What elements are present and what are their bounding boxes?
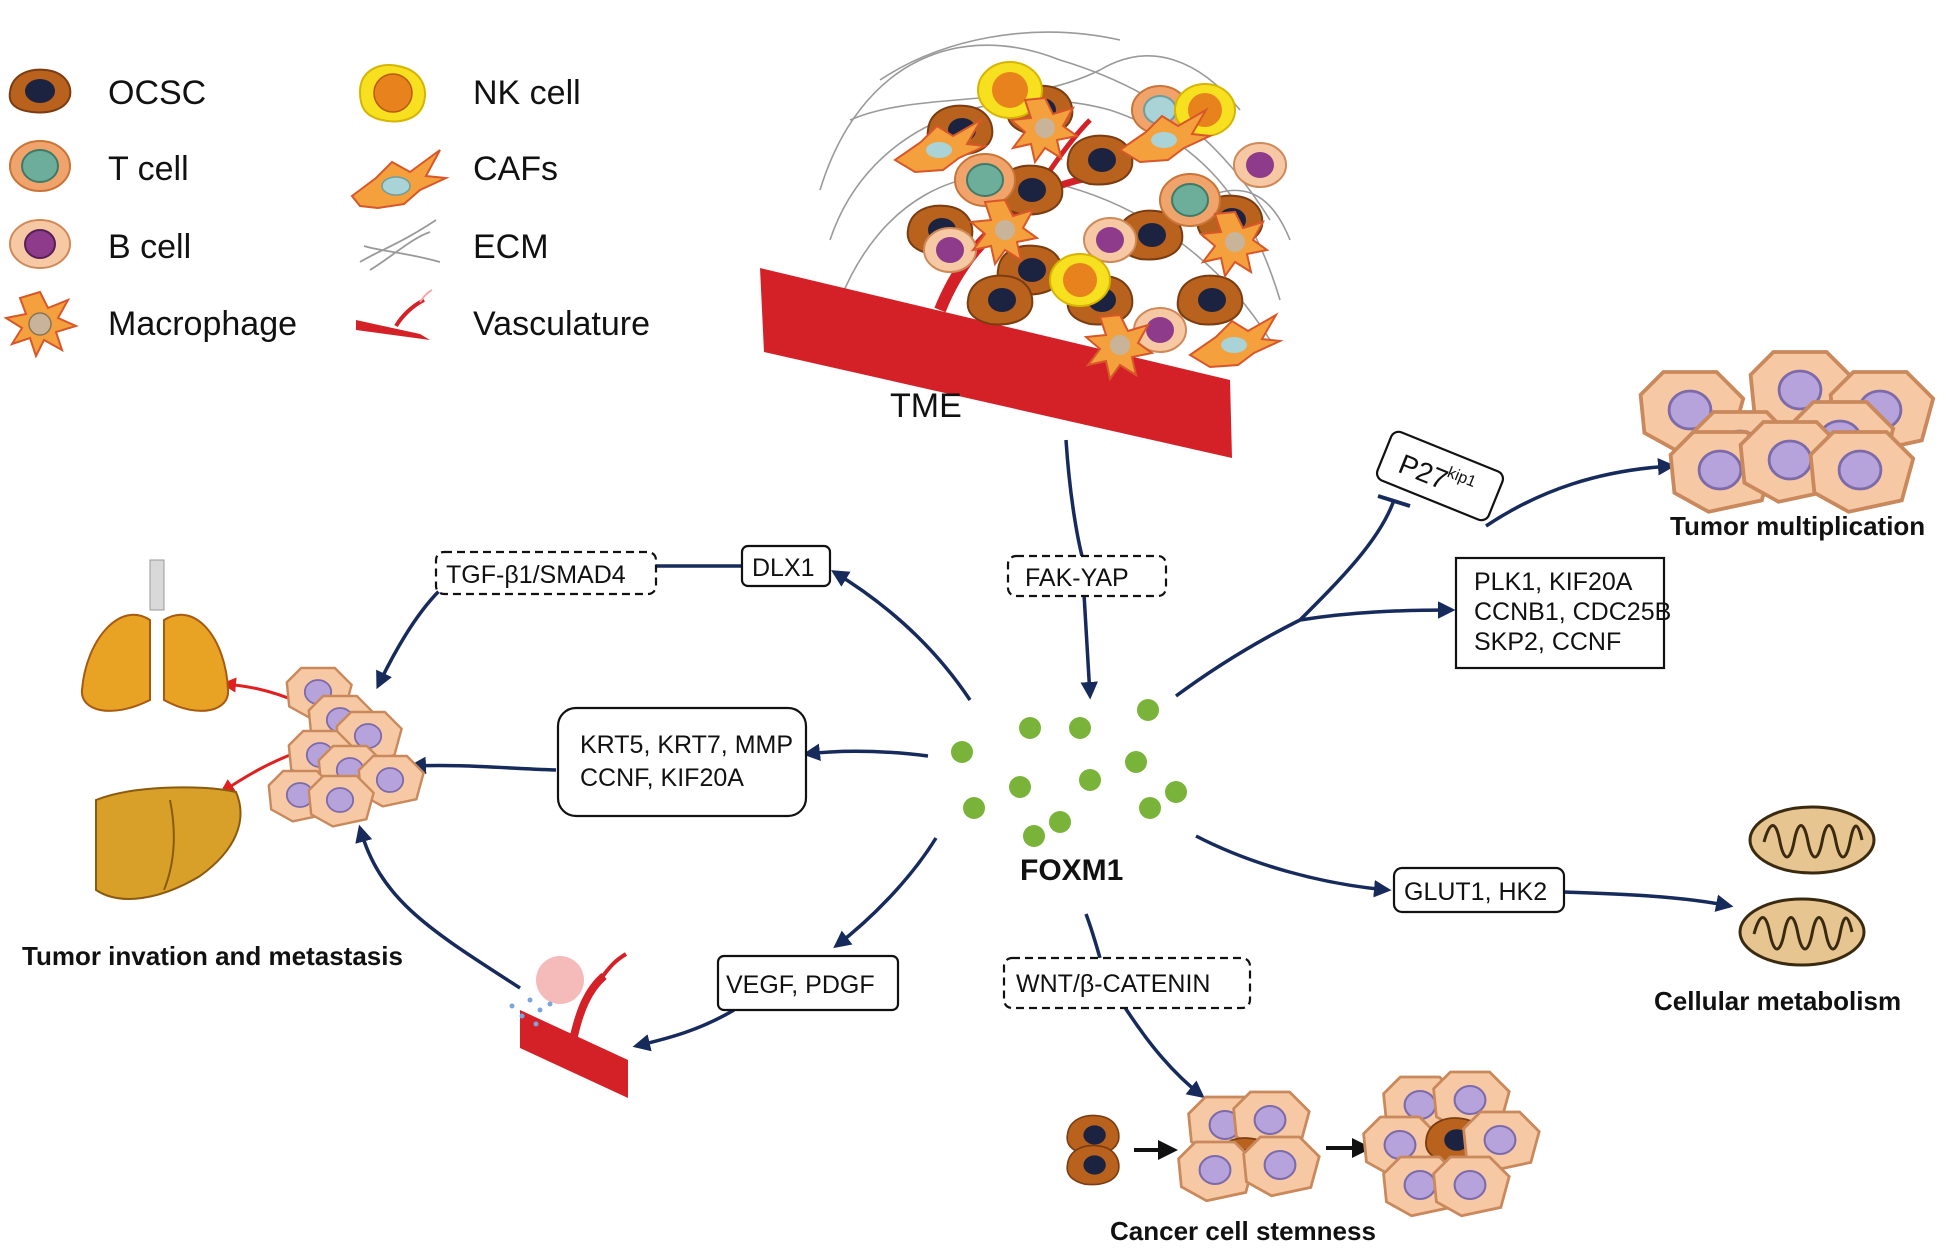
stemness-cells <box>1066 1070 1541 1218</box>
svg-text:GLUT1, HK2: GLUT1, HK2 <box>1404 878 1547 906</box>
tme-label: TME <box>890 387 962 425</box>
tme-cells <box>893 61 1287 382</box>
arrows <box>219 439 1734 1160</box>
svg-text:PLK1, KIF20A: PLK1, KIF20A <box>1474 568 1633 596</box>
foxm1-label: FOXM1 <box>1020 854 1123 887</box>
pathway-boxes: FAK-YAP DLX1 TGF-β1/SMAD4 KRT5, KRT7, MM… <box>434 430 1671 1012</box>
tme-vessel <box>760 268 1232 458</box>
svg-text:TGF-β1/SMAD4: TGF-β1/SMAD4 <box>446 561 626 589</box>
svg-text:CCNB1, CDC25B: CCNB1, CDC25B <box>1474 598 1671 626</box>
metastasis-label: Tumor invation and metastasis <box>22 941 403 971</box>
lung-icon <box>80 559 230 712</box>
legend-label-macrophage: Macrophage <box>108 305 297 343</box>
angiogenesis-vessel-icon <box>509 952 628 1098</box>
legend-label-ecm: ECM <box>473 228 549 266</box>
legend-label-b-cell: B cell <box>108 228 191 266</box>
mitochondria-icon <box>1738 805 1876 967</box>
dlx1-box: DLX1 <box>740 544 832 588</box>
svg-text:CCNF, KIF20A: CCNF, KIF20A <box>580 764 744 792</box>
foxm1-dots <box>951 699 1187 847</box>
legend-label-vasculature: Vasculature <box>473 305 650 343</box>
vegf-pdgf-box: VEGF, PDGF <box>716 954 900 1012</box>
vasculature-icon <box>356 289 433 340</box>
nk-cell-icon <box>358 64 426 123</box>
caf-icon <box>350 149 450 210</box>
svg-text:FAK-YAP: FAK-YAP <box>1025 564 1129 592</box>
legend-label-ocsc: OCSC <box>108 74 206 112</box>
legend-label-t-cell: T cell <box>108 150 189 188</box>
plk1-box: PLK1, KIF20A CCNB1, CDC25B SKP2, CCNF <box>1454 556 1671 670</box>
svg-text:WNT/β-CATENIN: WNT/β-CATENIN <box>1016 970 1210 998</box>
legend-label-nk-cell: NK cell <box>473 74 581 112</box>
legend: OCSC T cell B cell Macrophage NK cell <box>3 64 650 359</box>
legend-label-cafs: CAFs <box>473 150 558 188</box>
tumor-multiplication-cells <box>1638 350 1936 514</box>
glut1-hk2-box: GLUT1, HK2 <box>1392 866 1566 914</box>
ocsc-cell-icon <box>8 68 72 114</box>
b-cell-icon <box>9 219 71 269</box>
liver-icon <box>95 786 242 900</box>
t-cell-icon <box>9 140 71 192</box>
svg-text:KRT5, KRT7, MMP: KRT5, KRT7, MMP <box>580 731 793 759</box>
tgf-smad4-box: TGF-β1/SMAD4 <box>434 550 658 596</box>
ecm-fiber-icon <box>359 219 441 271</box>
metastasis-tumor-cells <box>267 666 425 828</box>
cellular-metabolism-label: Cellular metabolism <box>1654 986 1901 1016</box>
macrophage-icon <box>3 290 79 359</box>
tumor-multiplication-label: Tumor multiplication <box>1670 511 1925 541</box>
stemness-label: Cancer cell stemness <box>1110 1216 1376 1246</box>
krt-mmp-box: KRT5, KRT7, MMP CCNF, KIF20A <box>556 706 808 818</box>
wnt-catenin-box: WNT/β-CATENIN <box>1002 956 1252 1010</box>
tme-cluster: TME <box>760 31 1291 458</box>
svg-text:SKP2, CCNF: SKP2, CCNF <box>1474 628 1621 656</box>
p27-box: P27 kip1 <box>1375 430 1505 522</box>
fak-yap-box: FAK-YAP <box>1006 554 1168 598</box>
svg-text:VEGF, PDGF: VEGF, PDGF <box>726 971 875 999</box>
svg-text:DLX1: DLX1 <box>752 554 815 582</box>
